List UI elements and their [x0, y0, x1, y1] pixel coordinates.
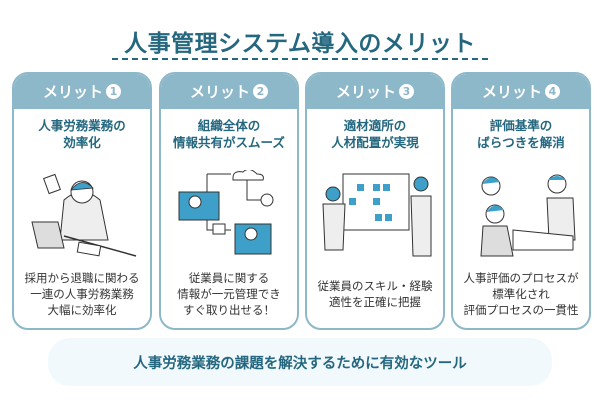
- card-title-line: 人材配置が実現: [331, 135, 419, 150]
- desc-line: 従業員のスキル・経験: [317, 279, 433, 293]
- desc-line: 標準化され: [492, 287, 550, 301]
- page-title: 人事管理システム導入のメリット: [124, 31, 476, 57]
- card-description: 従業員に関する情報が一元管理できすぐ取り出せる！: [161, 270, 297, 318]
- card-number: 4: [545, 84, 560, 99]
- busy-worker-illustration: [31, 173, 137, 257]
- desc-line: 採用から退職に関わる: [24, 271, 140, 285]
- card-title-line: 適材適所の: [343, 118, 407, 133]
- card-title-line: 評価基準の: [489, 118, 553, 133]
- network-sharing-illustration: [178, 170, 274, 255]
- card-title: 評価基準のばらつきを解消: [453, 117, 589, 151]
- card-title: 適材適所の人材配置が実現: [307, 117, 443, 151]
- desc-line: 大幅に効率化: [47, 303, 117, 317]
- card-number: 2: [253, 84, 268, 99]
- summary-banner: 人事労務業務の課題を解決するために有効なツール: [48, 338, 552, 386]
- desc-line: 情報が一元管理でき: [177, 287, 281, 301]
- desc-line: 人事評価のプロセスが: [463, 271, 579, 285]
- desc-line: 適性を正確に把握: [329, 295, 421, 309]
- desc-line: 評価プロセスの一貫性: [463, 303, 579, 317]
- card-description: 人事評価のプロセスが標準化され評価プロセスの一貫性: [453, 270, 589, 318]
- card-label: メリット: [189, 83, 250, 101]
- card-title-line: 情報共有がスムーズ: [173, 135, 285, 150]
- card-description: 採用から退職に関わる一連の人事労務業務大幅に効率化: [14, 270, 150, 318]
- card-title: 人事労務業務の効率化: [14, 117, 150, 151]
- card-label: メリット: [42, 83, 103, 101]
- card-label: メリット: [481, 83, 542, 101]
- card-title: 組織全体の情報共有がスムーズ: [161, 117, 297, 151]
- title-divider: [112, 58, 488, 60]
- card-number: 1: [106, 84, 121, 99]
- card-title-line: 人事労務業務の: [38, 118, 126, 133]
- card-description: 従業員のスキル・経験適性を正確に把握: [307, 278, 443, 310]
- whiteboard-planning-illustration: [322, 173, 432, 257]
- card-label: メリット: [335, 83, 396, 101]
- card-title-line: 効率化: [63, 135, 101, 150]
- card-number: 3: [399, 84, 414, 99]
- desc-line: 一連の人事労務業務: [30, 287, 134, 301]
- card-title-line: 組織全体の: [197, 118, 261, 133]
- card-title-line: ばらつきを解消: [477, 135, 565, 150]
- evaluation-meeting-illustration: [480, 174, 576, 257]
- desc-line: 従業員に関する: [188, 271, 270, 285]
- desc-line: すぐ取り出せる！: [183, 303, 275, 317]
